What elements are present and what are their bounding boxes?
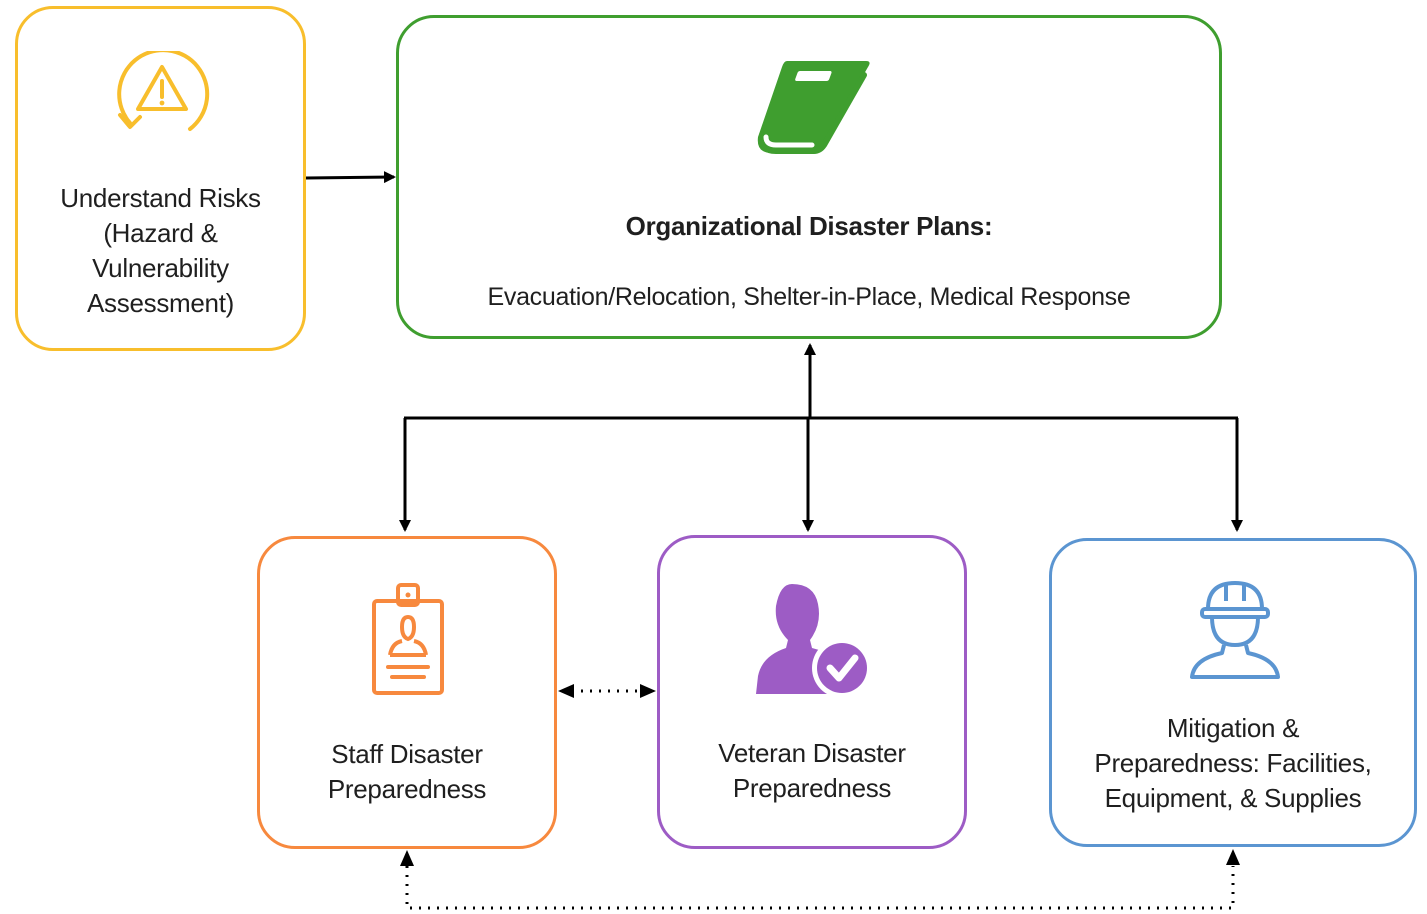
hard-hat-worker-icon xyxy=(1190,580,1280,679)
plans-title: Organizational Disaster Plans: xyxy=(625,211,993,241)
arrowhead-left xyxy=(558,684,574,698)
book-icon xyxy=(757,61,870,154)
arrow-risks-to-plans xyxy=(305,171,396,184)
staff-label: Staff Disaster Preparedness xyxy=(327,739,487,804)
dotted-arrow-staff-mitigation xyxy=(405,866,1235,910)
mitigation-label: Mitigation & Preparedness: Facilities, E… xyxy=(1094,713,1372,813)
plans-subtitle: Evacuation/Relocation, Shelter-in-Place,… xyxy=(487,283,1131,311)
veteran-node: Veteran Disaster Preparedness xyxy=(657,535,967,849)
mitigation-node: Mitigation & Preparedness: Facilities, E… xyxy=(1049,538,1417,847)
arrowhead-up-staff xyxy=(400,850,414,866)
arrowhead-right xyxy=(640,684,656,698)
veteran-label: Veteran Disaster Preparedness xyxy=(718,738,906,803)
staff-node: Staff Disaster Preparedness xyxy=(257,536,557,849)
person-check-icon xyxy=(756,584,872,698)
risks-node: Understand Risks (Hazard & Vulnerability… xyxy=(15,6,306,351)
plans-node: Organizational Disaster Plans: Evacuatio… xyxy=(396,15,1222,339)
warning-cycle-icon xyxy=(117,51,210,131)
arrowhead-up-mitigation xyxy=(1226,849,1240,865)
id-badge-icon xyxy=(372,583,444,695)
risks-label: Understand Risks (Hazard & Vulnerability… xyxy=(60,183,261,318)
